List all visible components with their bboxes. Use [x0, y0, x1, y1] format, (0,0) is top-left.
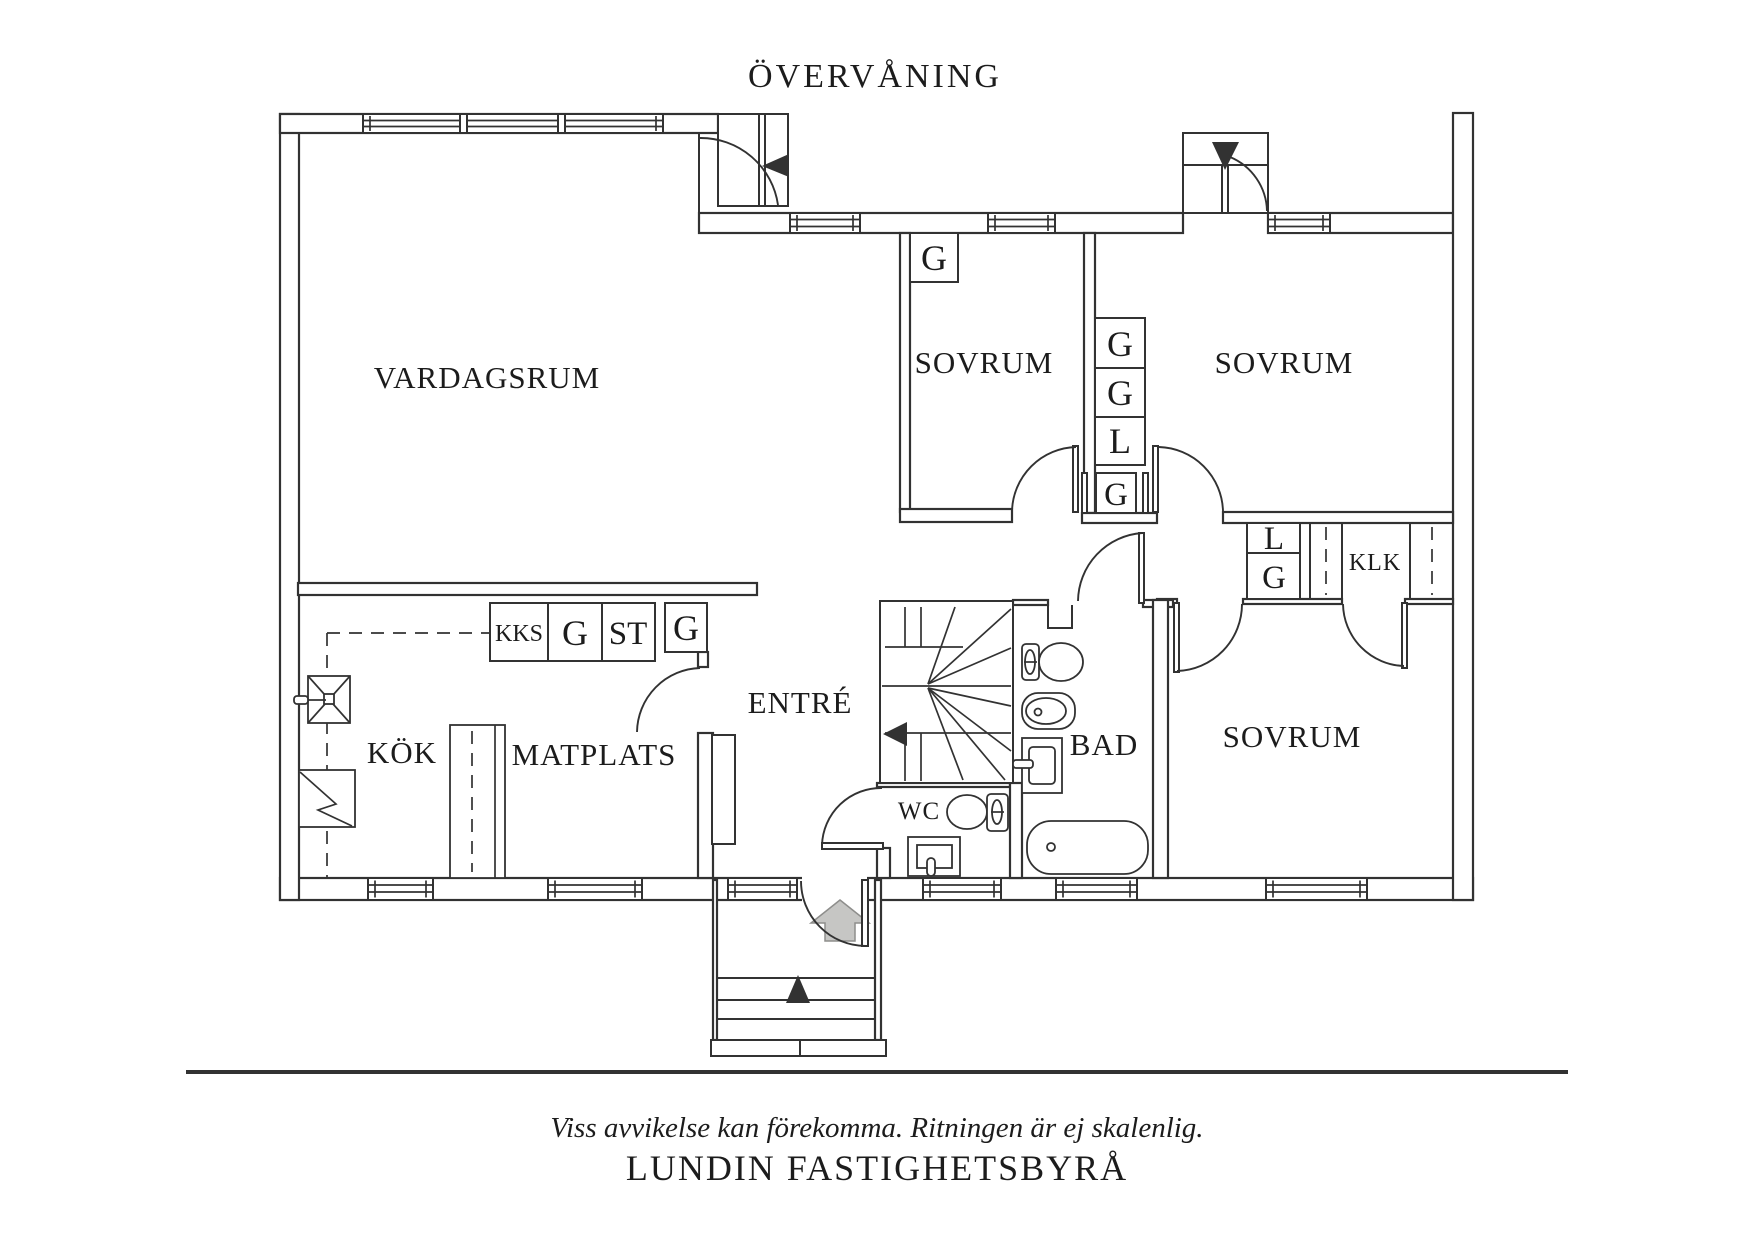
bathtub-icon: [1026, 820, 1149, 875]
front-door-leaf: [861, 879, 869, 947]
room-label-vardagsrum: VARDAGSRUM: [374, 360, 601, 395]
entrance-direction-arrow-icon: [808, 899, 872, 942]
door-leaf-sovrum1: [1072, 445, 1079, 513]
door-leaf-sovrum3: [1173, 602, 1180, 673]
room-label-klk: KLK: [1349, 550, 1401, 576]
window: [987, 212, 1056, 234]
balcony-door-sovrum-2: [1182, 132, 1269, 214]
wc-toilet-icon: [946, 793, 1009, 832]
closet-label-g: G: [562, 613, 588, 653]
staircase: [879, 600, 1014, 784]
closet-label-g: G: [1262, 560, 1286, 596]
toilet-icon: [1021, 642, 1084, 682]
kitchen-island: [449, 724, 506, 879]
balcony-door-vardagsrum: [699, 113, 789, 207]
window: [1055, 877, 1138, 901]
door-leaf-wc: [821, 842, 884, 850]
window: [789, 212, 861, 234]
windows: [362, 113, 1368, 901]
closet-g-klk: [1246, 552, 1301, 600]
door-leaf-klk: [1401, 602, 1408, 669]
room-label-sovrum-2: SOVRUM: [1215, 345, 1354, 380]
stove-icon: [298, 769, 356, 828]
closets: [489, 232, 1433, 662]
door-leaf-bad: [1138, 532, 1145, 604]
interior-walls: [296, 231, 1455, 880]
wc-sink-icon: [907, 836, 961, 877]
footer-rule: [186, 1070, 1568, 1074]
closet-label-l: L: [1264, 521, 1284, 557]
doors: [636, 445, 1408, 850]
vanity-sink-icon: [1012, 737, 1063, 794]
closet-g-niche: [1095, 472, 1137, 514]
closet-label-g: G: [673, 608, 699, 648]
window: [367, 877, 434, 901]
kitchen-sink-icon: [293, 675, 351, 724]
closet-label-kks: KKS: [495, 621, 543, 647]
window: [1265, 877, 1368, 901]
room-label-sovrum-1: SOVRUM: [915, 345, 1054, 380]
footer-company: LUNDIN FASTIGHETSBYRÅ: [626, 1148, 1128, 1188]
closet-g-sovrum1: [909, 232, 959, 283]
basin-icon: [1021, 692, 1076, 730]
closet-kks: [489, 602, 549, 662]
kitchen-fixtures: [293, 632, 506, 879]
labels: ÖVERVÅNING VARDAGSRUM SOVRUM SOVRUM SOVR…: [367, 58, 1401, 825]
room-label-entre: ENTRÉ: [748, 685, 853, 720]
window: [727, 877, 798, 901]
closet-st: [601, 602, 656, 662]
footer-disclaimer: Viss avvikelse kan förekomma. Ritningen …: [550, 1112, 1203, 1144]
closet-label-st: ST: [609, 616, 648, 652]
door-swing-matplats: [636, 667, 701, 733]
page-title: ÖVERVÅNING: [748, 58, 1002, 95]
closet-g: [547, 602, 603, 662]
closet-g-column2: [1094, 367, 1146, 418]
closet-label-l: L: [1109, 421, 1131, 461]
closet-g-corner: [664, 602, 708, 653]
entry-porch: [710, 876, 887, 1057]
bathroom-fixtures: [907, 642, 1149, 877]
closet-label-g: G: [1107, 324, 1133, 364]
footer: Viss avvikelse kan förekomma. Ritningen …: [186, 1070, 1568, 1188]
window: [547, 877, 643, 901]
room-label-wc: WC: [898, 798, 940, 825]
closet-l-column: [1094, 416, 1146, 466]
door-swing-arrow-left-icon: [762, 154, 789, 177]
door-leaf-sovrum2: [1152, 445, 1159, 513]
closet-label-g: G: [1107, 373, 1133, 413]
window: [922, 877, 1002, 901]
stairs-up-arrow-icon: [786, 975, 810, 1003]
room-label-kok: KÖK: [367, 735, 437, 770]
window: [362, 113, 664, 134]
door-swing-arrow-down-icon: [1212, 142, 1239, 170]
room-label-matplats: MATPLATS: [512, 737, 677, 772]
closet-label-g: G: [921, 238, 947, 278]
front-door-swing: [800, 880, 866, 947]
stairs-direction-arrow-icon: [883, 722, 907, 746]
room-label-sovrum-3: SOVRUM: [1223, 719, 1362, 754]
room-label-bad: BAD: [1070, 727, 1138, 762]
closet-label-g: G: [1104, 477, 1128, 513]
window: [1267, 212, 1331, 234]
